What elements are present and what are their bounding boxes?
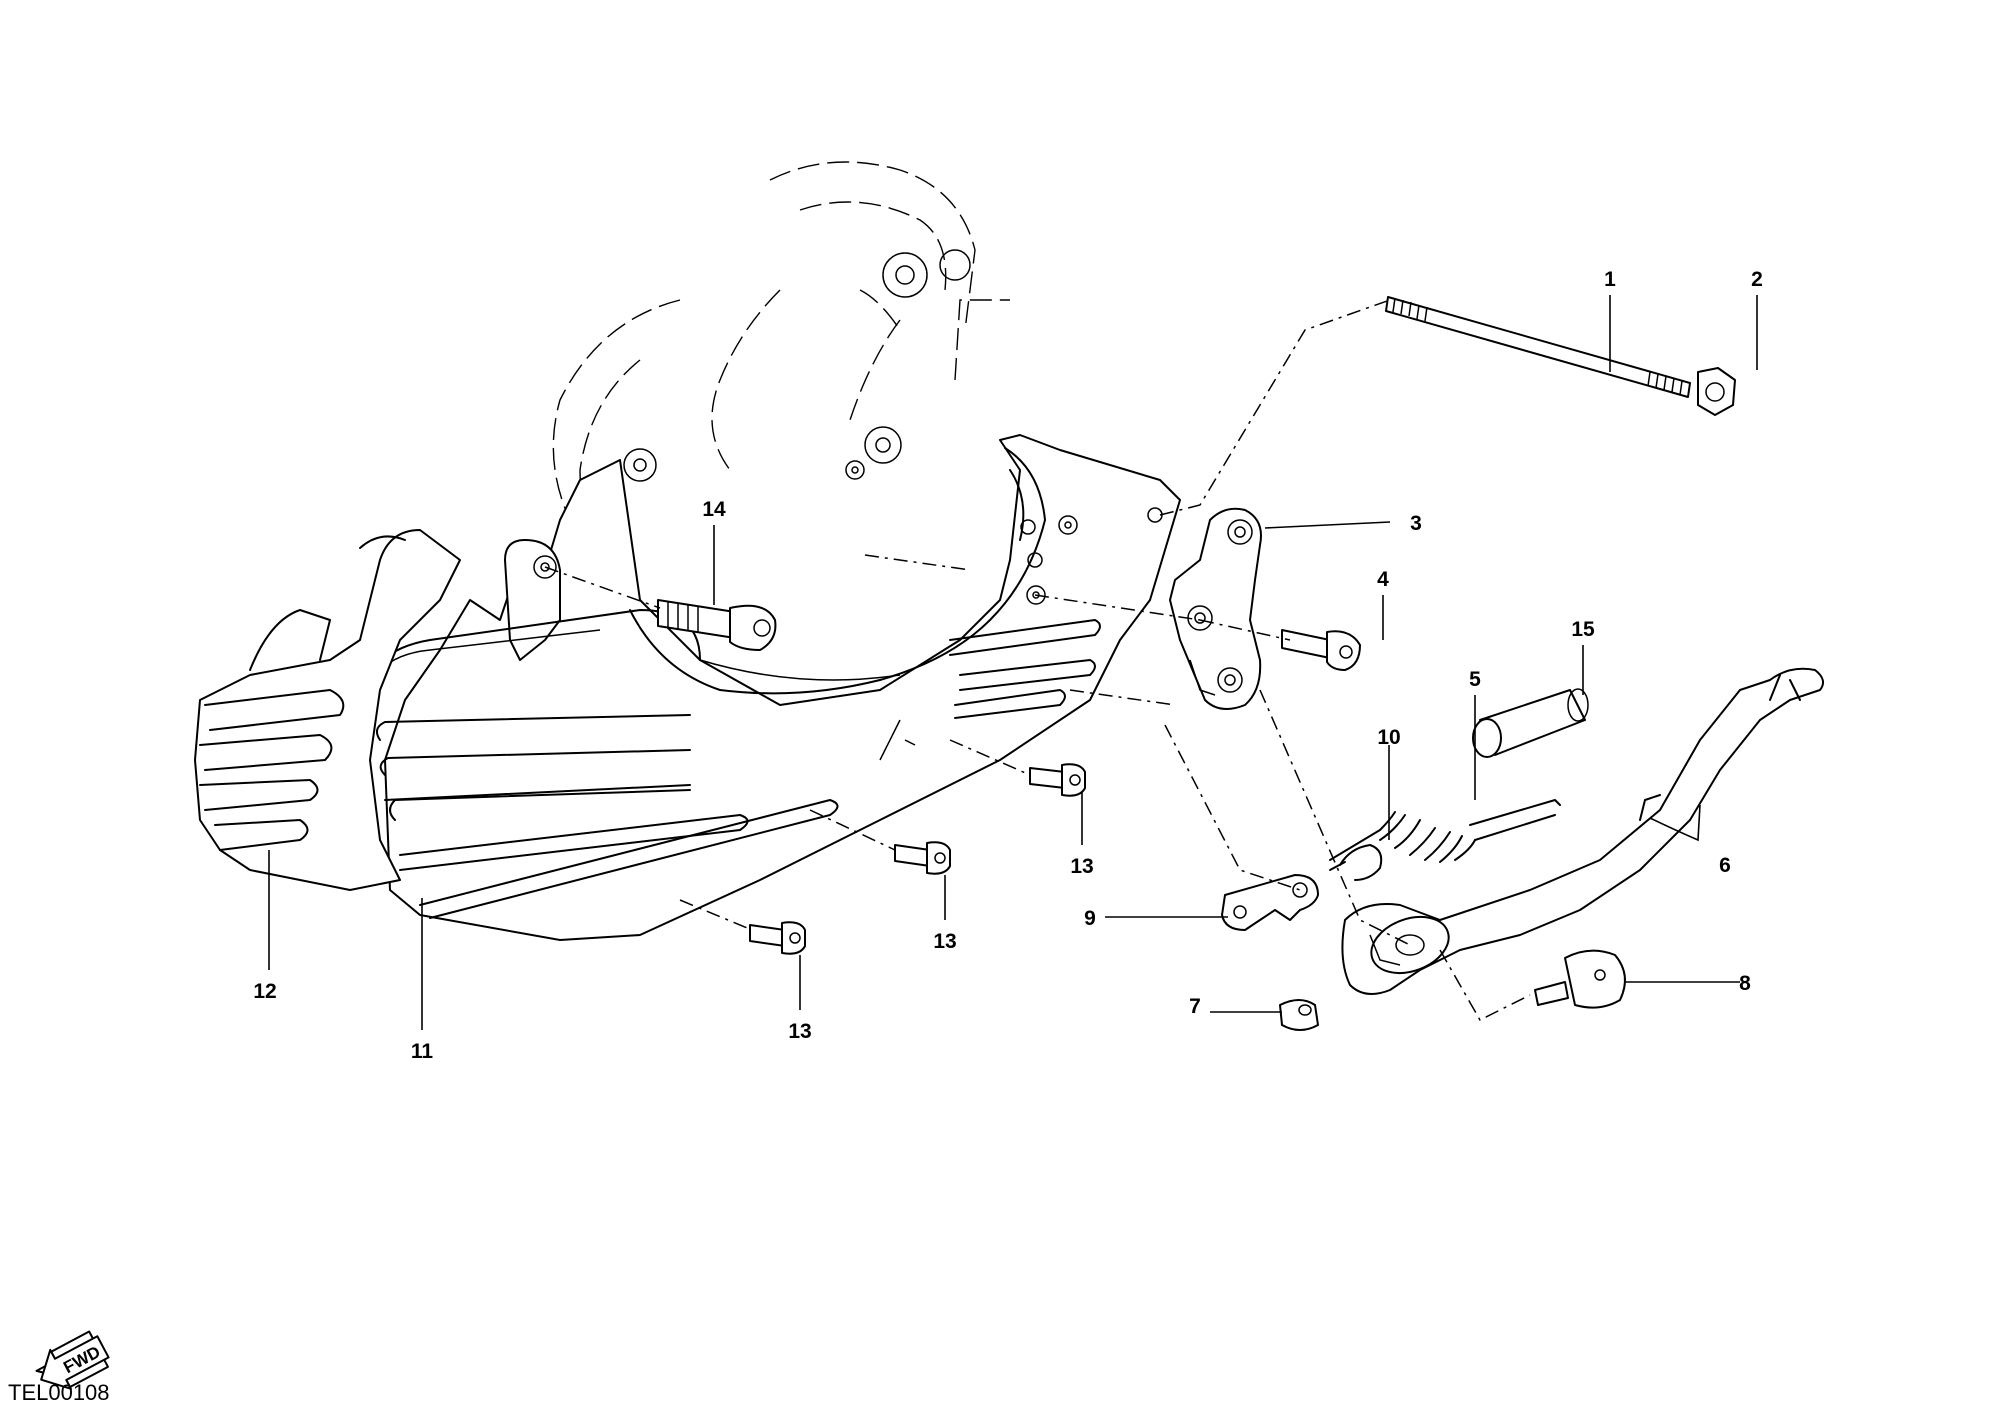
screw-part-4 [1281, 629, 1361, 671]
callout-6: 6 [1719, 854, 1731, 877]
callout-13-middle: 13 [933, 930, 956, 953]
screw-part-13-upper [1029, 763, 1086, 797]
callout-13-upper: 13 [1070, 855, 1093, 878]
callout-labels: 1 2 3 4 5 6 7 8 9 10 11 12 13 13 13 14 1… [253, 268, 1763, 1063]
skid-plate-part-11 [359, 434, 1181, 941]
stand-leg-part-6 [1341, 667, 1825, 995]
stand-bracket-part-3 [1169, 507, 1262, 710]
callout-7: 7 [1189, 995, 1201, 1018]
spring-part-10 [1329, 844, 1383, 881]
engine-case-ghost-outline [552, 161, 1010, 561]
sleeve-part-15 [1472, 688, 1589, 758]
fwd-direction-arrow: FWD [35, 1330, 110, 1390]
callout-11: 11 [411, 1040, 434, 1063]
screw-part-14 [657, 599, 777, 651]
nut-part-2 [1697, 367, 1736, 416]
callout-2: 2 [1751, 268, 1763, 291]
callout-1: 1 [1604, 268, 1616, 291]
callout-14: 14 [702, 498, 726, 521]
callout-13-lower: 13 [788, 1020, 811, 1043]
callout-12: 12 [253, 980, 276, 1003]
callout-15: 15 [1571, 618, 1595, 641]
drawing-code: TEL00108 [8, 1380, 110, 1405]
callout-9: 9 [1084, 907, 1096, 930]
screw-part-13-middle [894, 841, 951, 875]
callout-4: 4 [1377, 568, 1389, 591]
callout-8: 8 [1739, 972, 1751, 995]
callout-3: 3 [1410, 512, 1422, 535]
callout-10: 10 [1377, 726, 1400, 749]
spring-part-5 [1329, 799, 1561, 863]
callout-5: 5 [1469, 668, 1481, 691]
side-cover-part-12 [194, 529, 461, 891]
leader-lines [268, 295, 1758, 1030]
pivot-bolt-part-8 [1534, 949, 1626, 1009]
long-bolt-part-1 [1385, 296, 1691, 398]
nut-part-7 [1279, 999, 1319, 1031]
screw-part-13-lower [749, 921, 806, 955]
plate-part-9 [1221, 874, 1319, 931]
assembly-centerlines [544, 299, 1531, 1021]
